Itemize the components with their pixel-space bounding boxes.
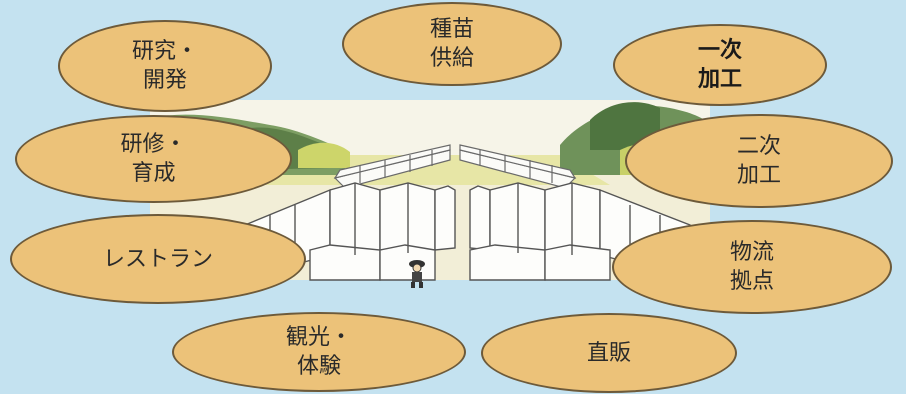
node-logistics-label: 物流 拠点 <box>729 240 774 294</box>
node-primary-processing-label: 一次 加工 <box>697 38 742 92</box>
node-restaurant: レストラン <box>10 214 306 304</box>
node-tourism-label: 観光・ 体験 <box>285 325 352 379</box>
node-tourism: 観光・ 体験 <box>172 312 466 392</box>
node-logistics: 物流 拠点 <box>612 220 892 314</box>
node-seed-supply-label: 種苗 供給 <box>429 17 474 71</box>
node-training: 研修・ 育成 <box>15 115 292 203</box>
node-training-label: 研修・ 育成 <box>120 132 187 186</box>
node-research: 研究・ 開発 <box>58 20 272 112</box>
node-direct-sales-label: 直販 <box>586 340 631 366</box>
node-research-label: 研究・ 開発 <box>131 39 198 93</box>
node-secondary-processing-label: 二次 加工 <box>736 134 781 188</box>
node-direct-sales: 直販 <box>481 313 737 393</box>
node-restaurant-label: レストラン <box>102 246 213 272</box>
node-secondary-processing: 二次 加工 <box>625 114 893 208</box>
farmer-figure <box>409 260 425 288</box>
node-primary-processing: 一次 加工 <box>613 24 827 106</box>
node-seed-supply: 種苗 供給 <box>342 2 562 86</box>
